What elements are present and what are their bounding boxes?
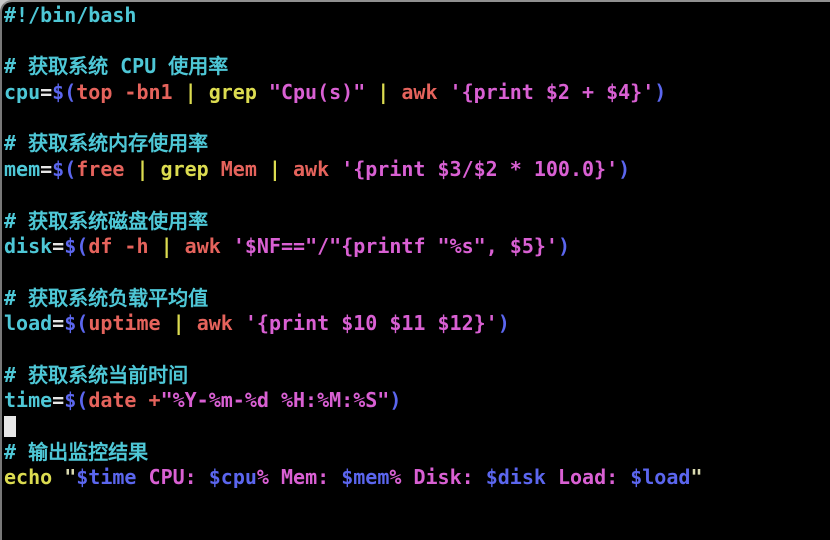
code-token: ) [654, 80, 667, 105]
code-token: # 获取系统内存使用率 [4, 131, 209, 156]
code-token: = [40, 157, 53, 182]
code-line [4, 29, 830, 55]
terminal-cursor [4, 416, 16, 437]
code-token: '$NF=="/"{printf "%s", $5}' [232, 234, 558, 259]
code-token: | grep [172, 80, 269, 105]
code-token: uptime [88, 311, 161, 336]
code-token: awk [196, 311, 233, 336]
code-token: top -bn1 [76, 80, 173, 105]
code-line [4, 106, 830, 132]
code-line: #!/bin/bash [4, 3, 830, 29]
code-token: # 获取系统 CPU 使用率 [4, 54, 229, 79]
code-token: #!/bin/bash [4, 3, 137, 27]
code-token: "%Y-%m-%d %H:%M:%S" [160, 388, 390, 413]
code-token: # 获取系统当前时间 [4, 362, 189, 387]
code-token: '{print $3/$2 * 100.0}' [341, 157, 619, 182]
code-token: awk [184, 234, 221, 259]
code-token: % Mem: [256, 465, 342, 490]
code-token: % Disk: [389, 465, 486, 490]
code-token: ) [389, 388, 402, 413]
code-line: # 获取系统当前时间 [4, 363, 830, 389]
code-token: date + [88, 388, 161, 413]
code-token: awk [293, 157, 330, 182]
code-token: ) [497, 311, 510, 336]
code-token: Load: [545, 465, 631, 490]
code-token: | [256, 157, 294, 182]
code-token: | [365, 80, 402, 105]
code-token: echo [4, 465, 53, 490]
code-token: mem [4, 157, 41, 182]
code-line [4, 337, 830, 363]
code-token: = [40, 80, 53, 105]
code-token: free [76, 157, 125, 182]
code-token: $time [76, 465, 137, 490]
code-token: = [52, 311, 65, 336]
code-line [4, 260, 830, 286]
code-token: time [4, 388, 53, 413]
code-token: load [4, 311, 53, 336]
code-token: " [64, 465, 77, 490]
code-token: $( [52, 157, 77, 182]
code-token: df -h [88, 234, 149, 259]
code-line: # 获取系统 CPU 使用率 [4, 54, 830, 80]
code-token [329, 157, 341, 181]
code-line: mem=$(free | grep Mem | awk '{print $3/$… [4, 157, 830, 183]
code-token: # 获取系统负载平均值 [4, 285, 209, 310]
code-token: Mem [220, 157, 257, 182]
code-line: # 输出监控结果 [4, 440, 830, 466]
code-token: disk [4, 234, 53, 259]
code-token: "Cpu(s)" [268, 80, 366, 105]
code-token: $( [64, 311, 89, 336]
code-token: " [690, 465, 703, 490]
code-token: # 输出监控结果 [4, 439, 149, 464]
code-token: $mem [341, 465, 390, 490]
code-token: = [52, 234, 65, 259]
code-token [52, 465, 64, 489]
code-token: '{print $2 + $4}' [449, 80, 655, 105]
code-line: # 获取系统内存使用率 [4, 131, 830, 157]
code-line: disk=$(df -h | awk '$NF=="/"{printf "%s"… [4, 234, 830, 260]
code-token: $( [52, 80, 77, 105]
code-line [4, 183, 830, 209]
code-line: # 获取系统磁盘使用率 [4, 209, 830, 235]
code-line: # 获取系统负载平均值 [4, 286, 830, 312]
code-token: awk [401, 80, 438, 105]
code-token [221, 234, 233, 258]
code-token: | [160, 311, 197, 336]
code-token: cpu [4, 80, 41, 105]
code-line: cpu=$(top -bn1 | grep "Cpu(s)" | awk '{p… [4, 80, 830, 106]
code-token: ) [557, 234, 570, 259]
code-line [4, 414, 830, 440]
code-token: '{print $10 $11 $12}' [244, 311, 498, 336]
code-token [233, 311, 245, 335]
code-token: $load [630, 465, 691, 490]
code-line: echo "$time CPU: $cpu% Mem: $mem% Disk: … [4, 465, 830, 491]
code-token: $disk [485, 465, 546, 490]
code-token: $( [64, 388, 89, 413]
code-line: load=$(uptime | awk '{print $10 $11 $12}… [4, 311, 830, 337]
code-token: ) [618, 157, 631, 182]
code-token: CPU: [136, 465, 209, 490]
code-line: time=$(date +"%Y-%m-%d %H:%M:%S") [4, 388, 830, 414]
code-token: $( [64, 234, 89, 259]
code-token [438, 80, 450, 104]
code-token: $cpu [208, 465, 257, 490]
code-token: = [52, 388, 65, 413]
code-token: | grep [124, 157, 221, 182]
code-token: | [148, 234, 185, 259]
code-token: # 获取系统磁盘使用率 [4, 208, 209, 233]
